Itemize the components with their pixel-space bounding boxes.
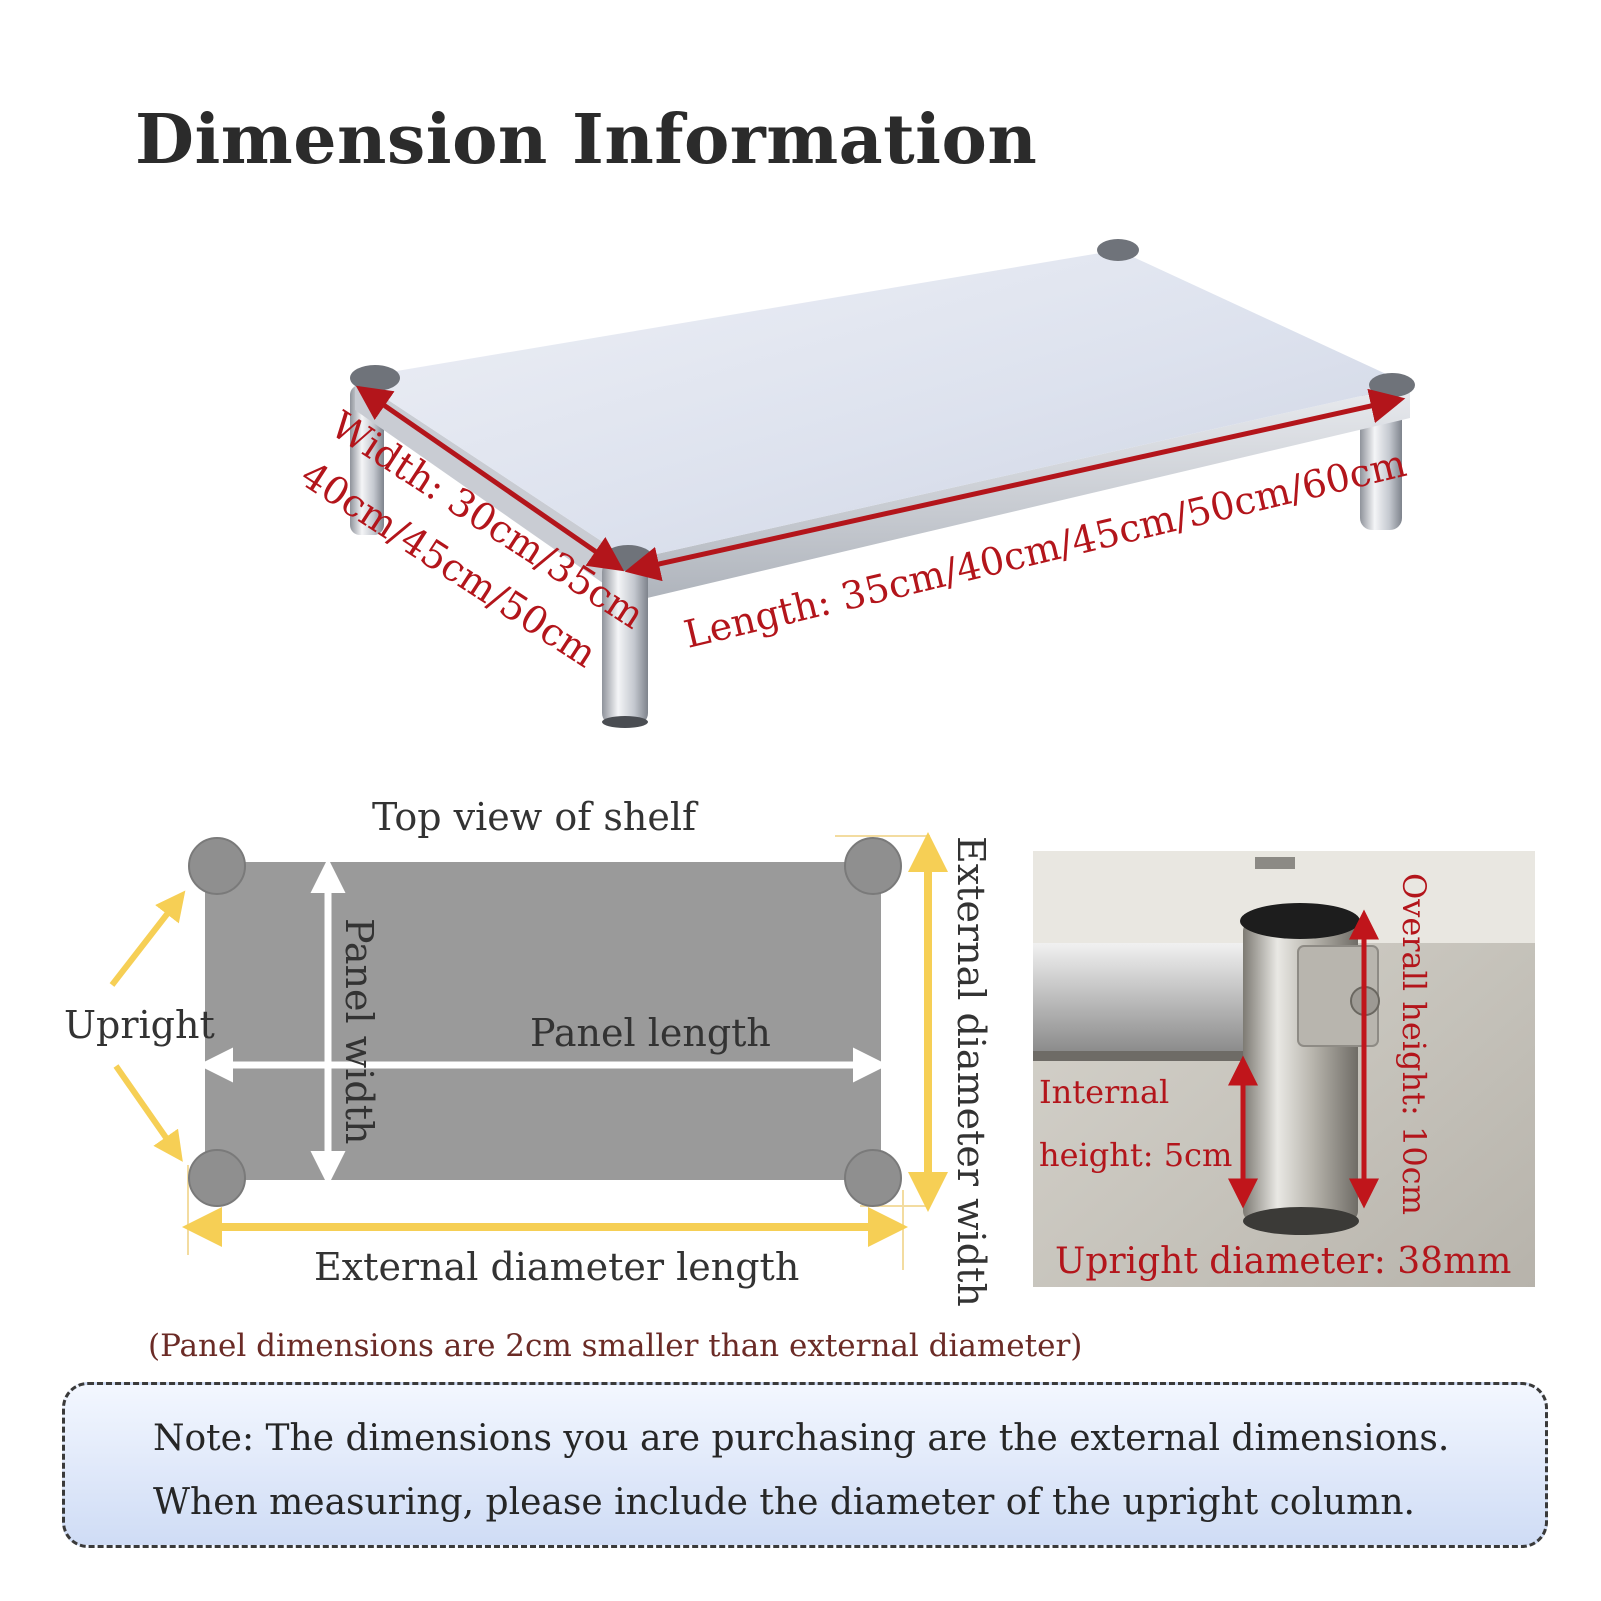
page-title: Dimension Information [135, 100, 1038, 180]
upright-circle [188, 837, 246, 895]
shelf-leg [602, 560, 648, 725]
note-box: Note: The dimensions you are purchasing … [62, 1382, 1548, 1548]
internal-height-line2: height: 5cm [1039, 1136, 1232, 1174]
photo-shelf-shadow [1033, 1051, 1263, 1061]
upright-closeup-photo: Internal height: 5cm Overall height: 10c… [1033, 851, 1535, 1287]
upright-arrow-up [109, 890, 186, 987]
upright-circle [844, 1149, 902, 1207]
panel-note-subtitle: (Panel dimensions are 2cm smaller than e… [148, 1328, 1083, 1364]
note-line-1: Note: The dimensions you are purchasing … [153, 1418, 1450, 1459]
panel-length-label: Panel length [530, 1011, 771, 1055]
top-view-caption: Top view of shelf [372, 795, 699, 839]
note-line-2: When measuring, please include the diame… [153, 1482, 1415, 1523]
width-dimension-arrow [355, 385, 625, 572]
leg-cap [350, 365, 400, 391]
upright-circle [844, 837, 902, 895]
panel-width-label: Panel width [337, 918, 381, 1144]
overall-height-label: Overall height: 10cm [1395, 873, 1433, 1215]
photo-clip [1255, 857, 1295, 869]
upright-arrow-down [113, 1064, 183, 1162]
external-length-label: External diameter length [314, 1245, 799, 1289]
photo-upright-cap [1240, 903, 1360, 939]
leg-foot [602, 716, 648, 728]
external-width-label: External diameter width [949, 836, 993, 1307]
upright-circle [188, 1149, 246, 1207]
leg-cap [1097, 239, 1139, 261]
photo-upright-base [1243, 1207, 1359, 1235]
length-dimension-arrow [624, 388, 1406, 582]
internal-height-line1: Internal [1039, 1073, 1169, 1111]
photo-shelf-frame [1033, 943, 1263, 1053]
upright-diameter-label: Upright diameter: 38mm [1055, 1241, 1511, 1282]
upright-label: Upright [64, 1003, 215, 1047]
